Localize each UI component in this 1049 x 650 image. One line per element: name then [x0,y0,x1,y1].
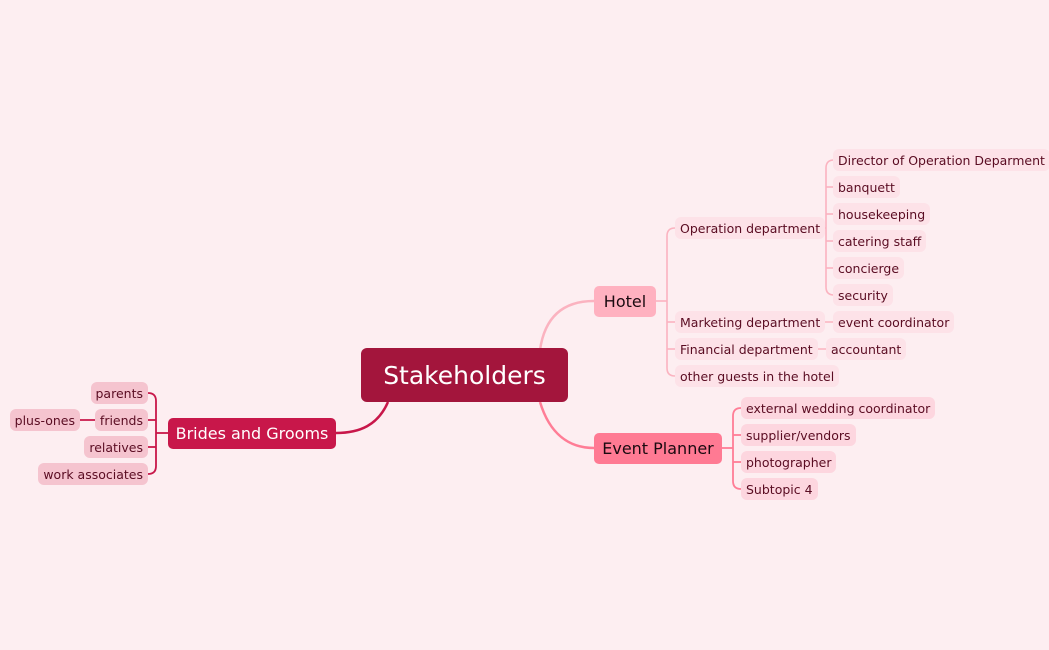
subtopic-financial-department[interactable]: Financial department [675,338,818,360]
subtopic-label: friends [99,412,143,428]
topic-brides-and-grooms[interactable]: Brides and Grooms [168,418,336,449]
subtopic-work-associates[interactable]: work associates [38,463,148,485]
subtopic-event-coordinator[interactable]: event coordinator [833,311,955,333]
subtopic-label: concierge [838,260,900,276]
subtopic-label: parents [95,385,144,401]
subtopic-catering-staff[interactable]: catering staff [833,230,927,252]
subtopic-operation-department[interactable]: Operation department [675,217,826,239]
topic-label: Event Planner [602,439,714,458]
subtopic-friends[interactable]: friends [94,409,148,431]
subtopic-external-wedding-coordinator[interactable]: external wedding coordinator [741,397,936,419]
subtopic-concierge[interactable]: concierge [833,257,905,279]
subtopic-label: housekeeping [838,206,926,222]
subtopic-label: banquett [838,179,895,195]
subtopic-subtopic-4[interactable]: Subtopic 4 [741,478,818,500]
subtopic-label: catering staff [838,233,922,249]
subtopic-director-of-operation[interactable]: Director of Operation Deparment [833,149,1049,171]
subtopic-security[interactable]: security [833,284,893,306]
subtopic-marketing-department[interactable]: Marketing department [675,311,826,333]
subtopic-label: Director of Operation Deparment [838,152,1045,168]
subtopic-label: relatives [89,439,143,455]
subtopic-other-guests[interactable]: other guests in the hotel [675,365,840,387]
subtopic-parents[interactable]: parents [90,382,148,404]
subtopic-label: Operation department [680,220,821,236]
subtopic-housekeeping[interactable]: housekeeping [833,203,931,225]
subtopic-label: Financial department [680,341,813,357]
central-topic-stakeholders[interactable]: Stakeholders [361,348,568,402]
subtopic-label: Subtopic 4 [746,481,813,497]
subtopic-label: work associates [43,466,143,482]
central-topic-label: Stakeholders [383,360,546,390]
topic-label: Hotel [603,292,647,311]
subtopic-label: other guests in the hotel [680,368,835,384]
subtopic-photographer[interactable]: photographer [741,451,837,473]
subtopic-label: security [838,287,888,303]
subtopic-relatives[interactable]: relatives [84,436,148,458]
subtopic-accountant[interactable]: accountant [826,338,907,360]
subtopic-label: event coordinator [838,314,950,330]
subtopic-supplier-vendors[interactable]: supplier/vendors [741,424,856,446]
subtopic-plus-ones[interactable]: plus-ones [9,409,80,431]
topic-hotel[interactable]: Hotel [594,286,656,317]
subtopic-label: supplier/vendors [746,427,851,443]
topic-label: Brides and Grooms [175,424,329,443]
subtopic-banquett[interactable]: banquett [833,176,900,198]
subtopic-label: photographer [746,454,832,470]
subtopic-label: plus-ones [14,412,75,428]
subtopic-label: external wedding coordinator [746,400,931,416]
subtopic-label: Marketing department [680,314,821,330]
topic-event-planner[interactable]: Event Planner [594,433,722,464]
subtopic-label: accountant [831,341,902,357]
